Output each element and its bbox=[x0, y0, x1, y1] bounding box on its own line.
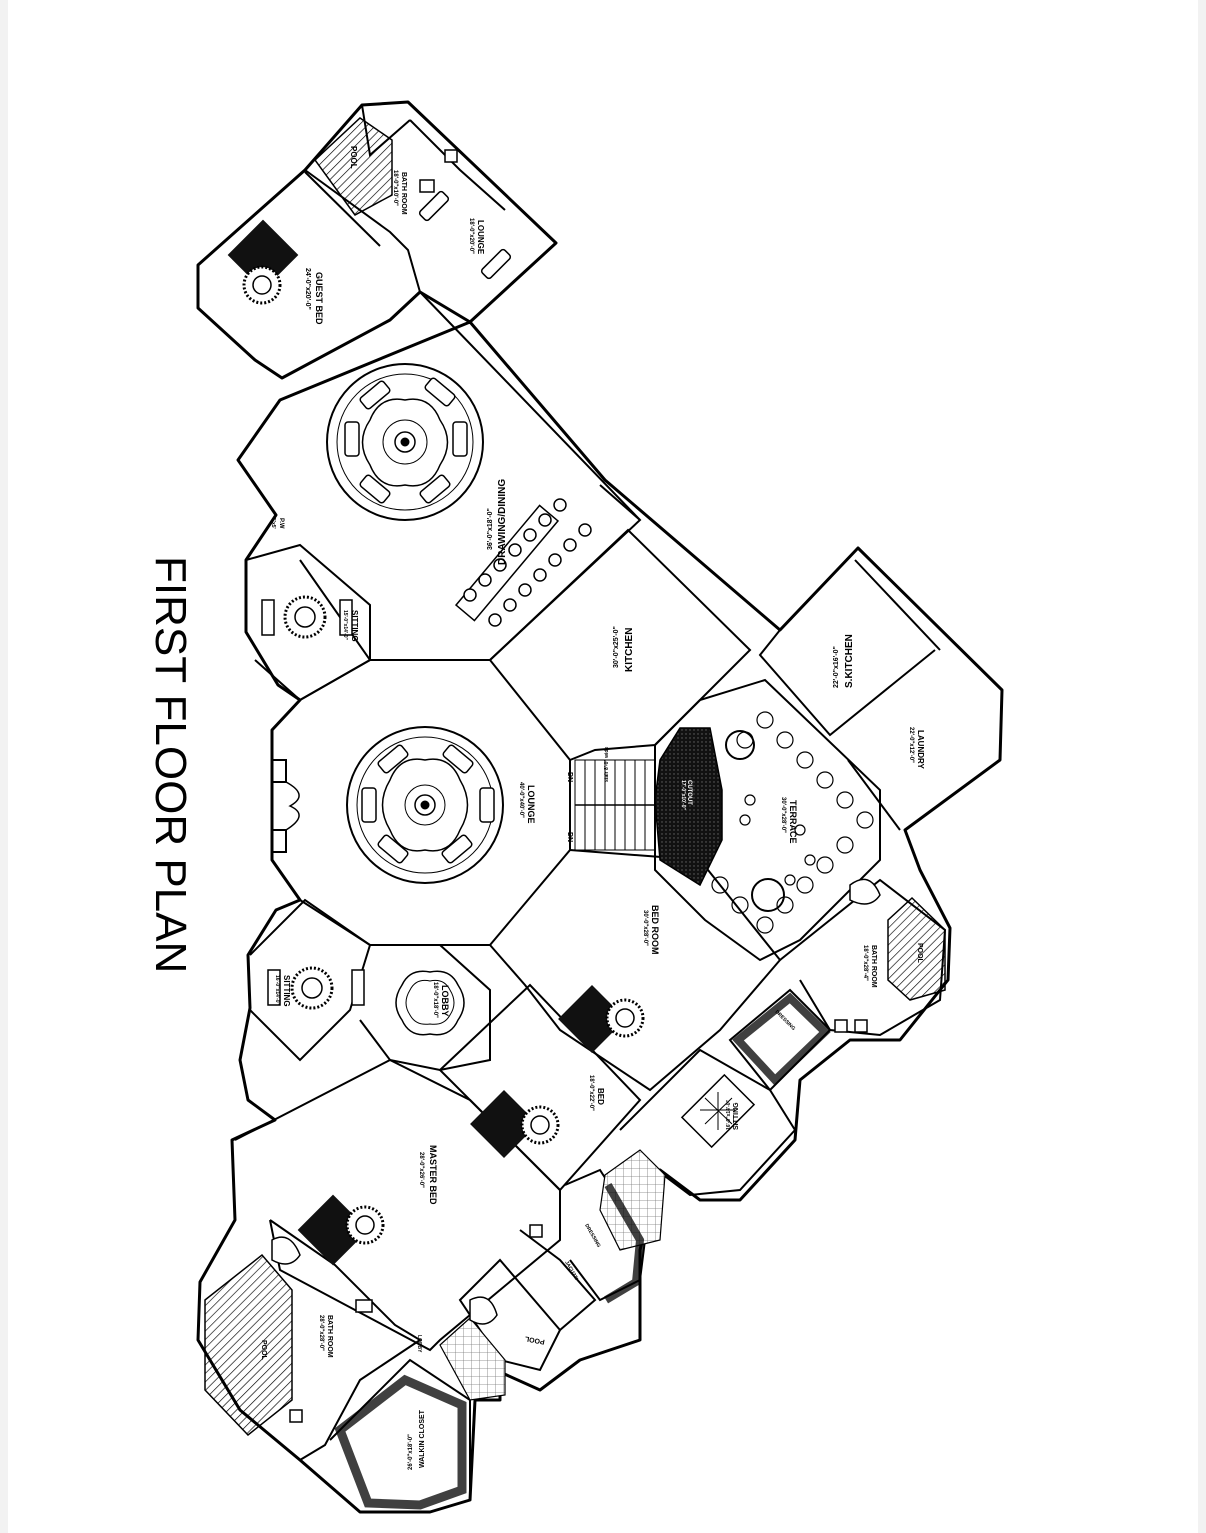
master-bed-size: 28'-0"x26'-0" bbox=[418, 1152, 424, 1188]
stair-dn-lower: DN bbox=[566, 832, 573, 842]
lounge-size: 40'-0"x40'-0" bbox=[518, 782, 524, 818]
checkered-floor-2 bbox=[439, 1317, 506, 1401]
lounge-sofas bbox=[361, 744, 495, 864]
master-bath-label: BATH ROOM bbox=[326, 1315, 333, 1358]
staircase bbox=[574, 759, 656, 851]
master-bed-furniture bbox=[297, 1194, 385, 1266]
walkin-size: 26'-0"x18'-0" bbox=[408, 1434, 414, 1470]
master-bed-label: MASTER BED bbox=[428, 1145, 438, 1205]
laundry-size: 22'-0"x12'-0" bbox=[908, 727, 914, 763]
lobby-round-rug bbox=[395, 970, 465, 1036]
drawing-dining-size: 36'-0"x18'-0" bbox=[487, 508, 494, 550]
drawing-sheet: GUEST BED 24'-0"x20'-0" POOL BATH ROOM 1… bbox=[8, 0, 1198, 1533]
drawing-dining-label: DRAWING/DINING bbox=[497, 479, 508, 565]
bedroom-bed-furniture bbox=[558, 985, 645, 1053]
pw-size: 5'x5' bbox=[270, 518, 276, 529]
guest-bath-size: 18'-0"x10'-0" bbox=[392, 170, 398, 206]
lounge-label: LOUNGE bbox=[526, 785, 536, 824]
room-labels: GUEST BED 24'-0"x20'-0" POOL BATH ROOM 1… bbox=[260, 146, 925, 1470]
floor-plan-svg: GUEST BED 24'-0"x20'-0" POOL BATH ROOM 1… bbox=[146, 100, 1004, 1514]
main-entrance bbox=[271, 759, 300, 853]
kitchen-label: KITCHEN bbox=[624, 628, 635, 672]
sitting-lower-size: 16'-0"x14'-0" bbox=[274, 975, 280, 1006]
void-label: CUTOUT bbox=[686, 780, 692, 805]
sitting-lower-table bbox=[267, 966, 365, 1010]
pool-guest bbox=[314, 117, 393, 216]
guest-bed-furniture bbox=[227, 219, 299, 305]
lobby-size: 18'-0"x18'-0" bbox=[432, 982, 438, 1018]
sitting-upper-table bbox=[261, 595, 353, 639]
guest-lounge-sofas bbox=[418, 190, 512, 280]
sitting-lower-label: SITTING bbox=[282, 975, 291, 1007]
dining-round-rug bbox=[326, 363, 484, 521]
guest-bed-size: 24'-0"x20'-0" bbox=[304, 268, 311, 310]
guest-bath-label: BATH ROOM bbox=[400, 172, 407, 215]
guest-lounge-size: 18'-0"x20'-0" bbox=[468, 218, 474, 254]
sitting-right-rug bbox=[680, 1073, 756, 1149]
inner-walls bbox=[234, 104, 947, 1500]
sitting-upper-size: 15'-0"x14'-0" bbox=[342, 610, 348, 641]
dressing-mid-label: DRESSING bbox=[583, 1223, 601, 1249]
s-kitchen-size: 22'-0"x16'-0" bbox=[833, 646, 840, 688]
laundry-label: LAUNDRY bbox=[916, 730, 925, 769]
dining-table bbox=[454, 498, 592, 627]
bath-fixtures bbox=[271, 149, 881, 1423]
pw-label: P.W bbox=[278, 518, 284, 529]
guest-lounge-label: LOUNGE bbox=[476, 220, 485, 255]
jacuzzi-label: JACUZZI bbox=[563, 1260, 579, 1282]
bed-label: BED bbox=[596, 1088, 605, 1105]
sitting-right-label: SITTING bbox=[733, 1102, 740, 1130]
stair-dn-upper: DN bbox=[566, 772, 573, 782]
walkin-label: WALKIN CLOSET bbox=[419, 1409, 426, 1468]
lobby-small-label: LOBBY bbox=[416, 1335, 422, 1353]
stair-note: stair 8'-0" wide bbox=[604, 747, 610, 782]
sitting-right-size: 16'-0"x14'-0" bbox=[726, 1099, 732, 1130]
void-cutout bbox=[654, 727, 723, 887]
dressing-walls bbox=[603, 992, 831, 1304]
bed-furniture bbox=[470, 1090, 560, 1158]
bed-room-label: BED ROOM bbox=[650, 905, 660, 955]
master-bath-size: 28'-0"x28'-0" bbox=[318, 1315, 324, 1351]
terrace-plants bbox=[711, 711, 874, 934]
kitchen-size: 30'-0"x25'-0" bbox=[613, 626, 620, 668]
guest-pool-label: POOL bbox=[349, 146, 358, 169]
walkin-closet-walls bbox=[334, 1374, 467, 1510]
bath-right-size: 18'-0"x28'-4" bbox=[862, 945, 868, 981]
dining-sofas bbox=[344, 377, 468, 504]
drawing-title: FIRST FLOOR PLAN bbox=[146, 556, 195, 973]
bed-size: 18'-0"x22'-0" bbox=[588, 1075, 594, 1111]
master-pool-label: POOL bbox=[260, 1340, 267, 1361]
s-kitchen-label: S.KITCHEN bbox=[844, 634, 855, 688]
terrace-size: 30'-0"x28'-0" bbox=[780, 797, 786, 833]
void-size: 17'-0"x10'-0" bbox=[680, 780, 686, 811]
dressing-right-label: DRESSING bbox=[774, 1009, 797, 1032]
pool-right-hatch bbox=[887, 896, 946, 1001]
outer-walls bbox=[196, 100, 1004, 1514]
checkered-floor-1 bbox=[599, 1149, 666, 1251]
bed-room-size: 30'-0"x28'-0" bbox=[642, 910, 648, 946]
lobby-label: LOBBY bbox=[440, 985, 450, 1017]
pool-right-label: POOL bbox=[916, 943, 923, 964]
bath-right-label: BATH ROOM bbox=[870, 945, 877, 988]
pool-mid-label: POOL bbox=[524, 1334, 545, 1344]
guest-bed-label: GUEST BED bbox=[314, 272, 324, 325]
terrace-label: TERRACE bbox=[788, 800, 798, 844]
sitting-upper-label: SITTING bbox=[350, 610, 359, 642]
pool-master bbox=[204, 1253, 293, 1437]
